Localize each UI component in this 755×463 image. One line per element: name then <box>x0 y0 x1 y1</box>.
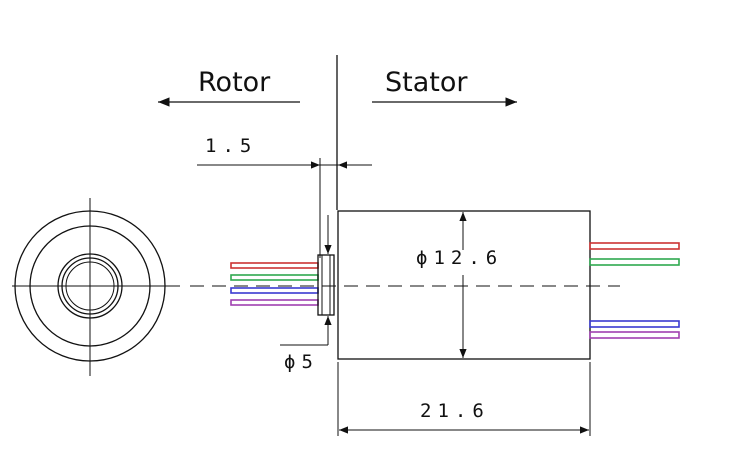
body-length-dimension: 21.6 <box>420 400 490 422</box>
end-view <box>12 198 180 376</box>
rotor-wire-violet <box>230 299 319 306</box>
rotor-wire-blue <box>230 287 319 294</box>
stator-wires <box>589 242 680 339</box>
stator-wire-violet <box>589 331 680 339</box>
stator-wire-green <box>589 258 680 266</box>
rotor-label: Rotor <box>198 67 271 98</box>
stator-wire-red <box>589 242 680 250</box>
outer-diameter-dimension: ϕ12.6 <box>416 247 503 269</box>
rotor-shaft <box>317 254 335 316</box>
stator-body <box>337 210 591 360</box>
stator-wire-blue <box>589 320 680 328</box>
shaft-offset-dimension: 1.5 <box>205 135 257 157</box>
rotor-wire-green <box>230 274 319 281</box>
shaft-diameter-dimension: ϕ5 <box>284 351 319 373</box>
rotor-wire-red <box>230 262 319 269</box>
rotor-wires <box>230 262 319 306</box>
stator-label: Stator <box>385 67 468 98</box>
